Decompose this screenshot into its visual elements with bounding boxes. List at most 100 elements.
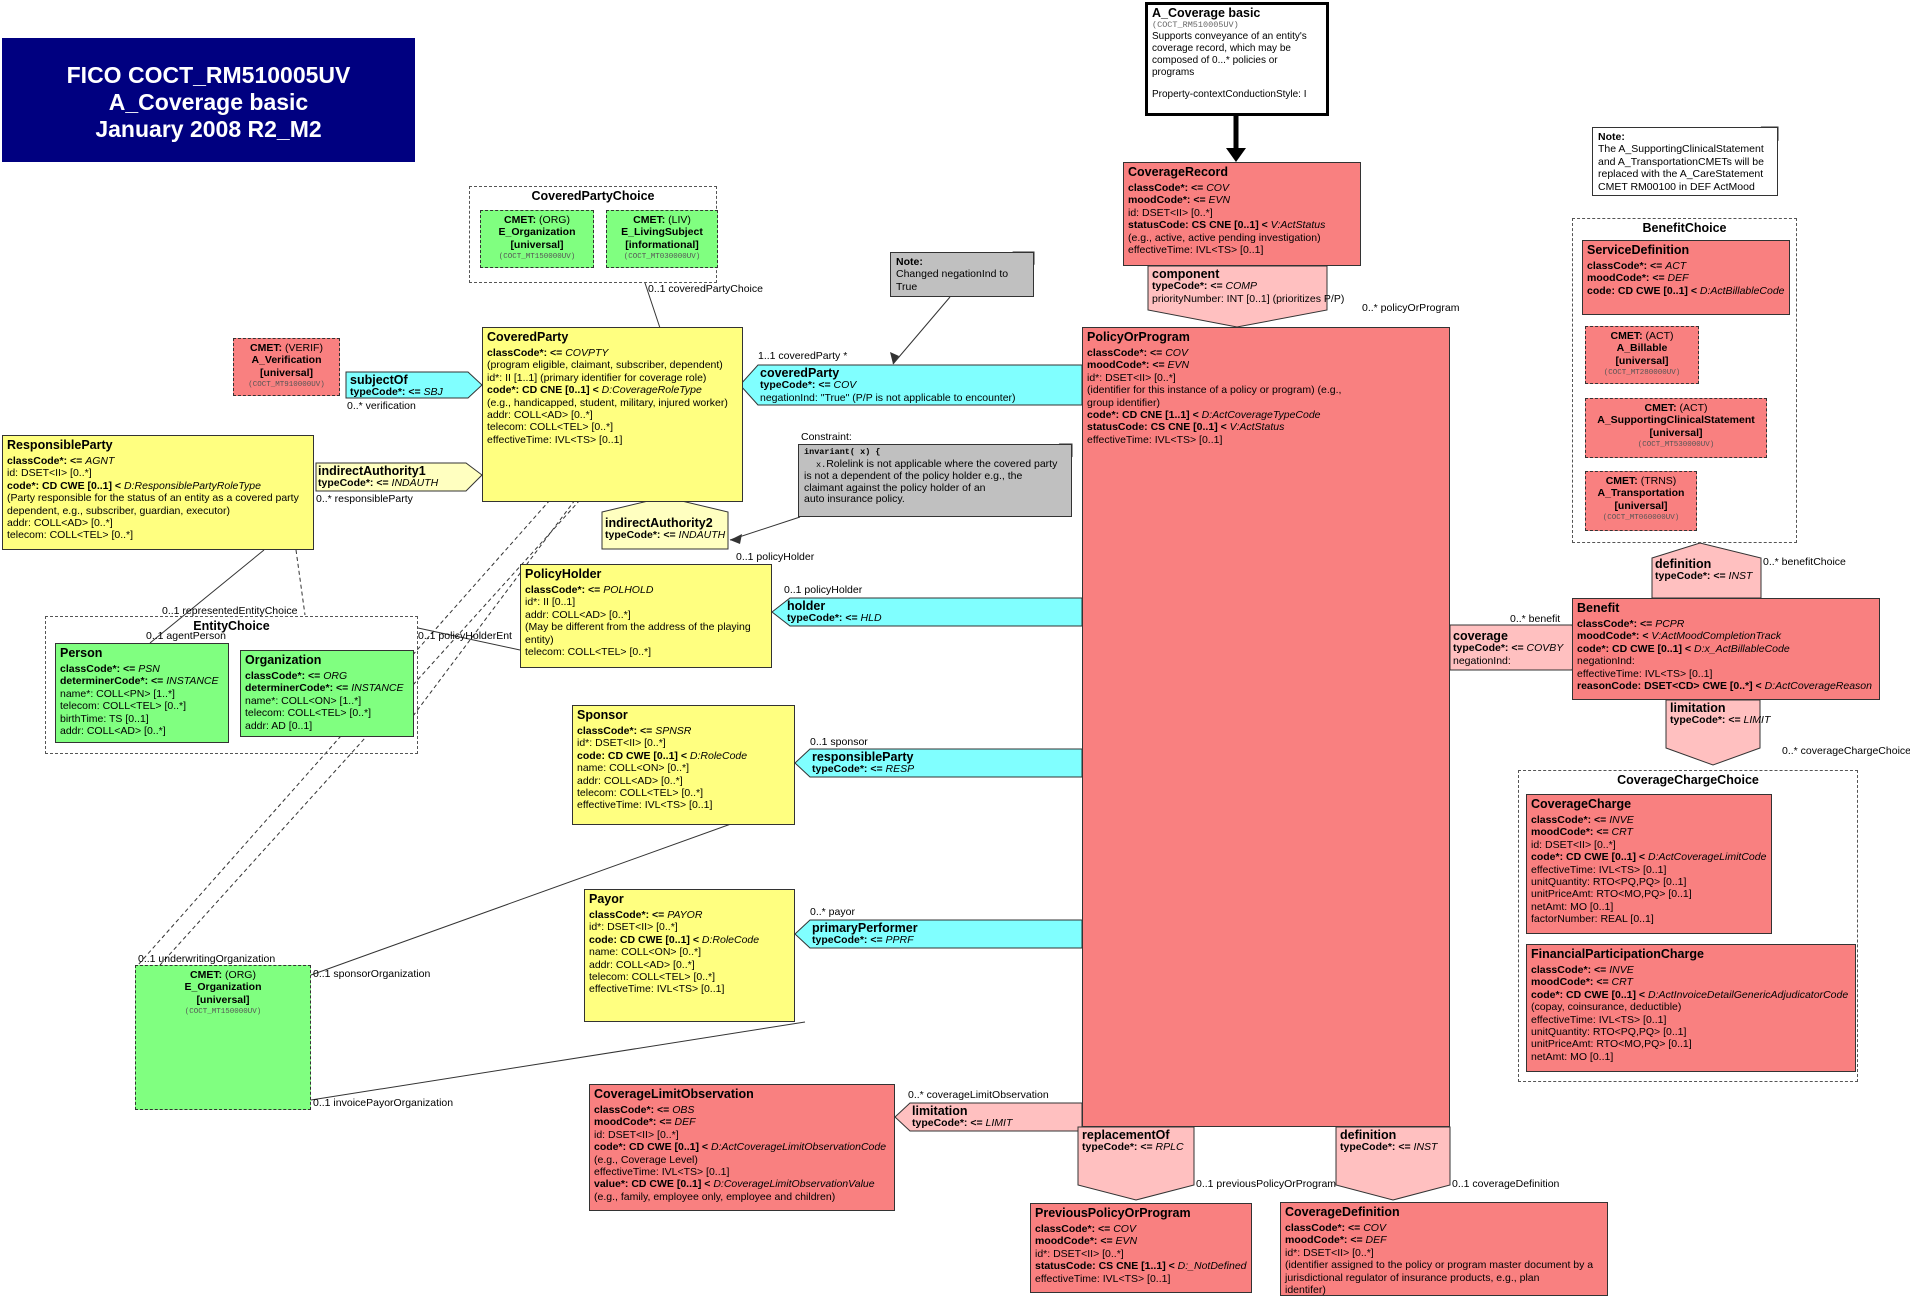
cmet-liv-text: CMET: (LIV) E_LivingSubject [information… [621,214,703,262]
label-invoice-payor-organization: 0..1 invoicePayorOrganization [313,1097,454,1109]
attribute-row: (May be different from the address of th… [525,621,751,634]
attribute-row: classCode*: <= OBS [594,1104,695,1116]
attribute-row: telecom: COLL<TEL> [0..*] [245,707,372,720]
cmet-e-living-subject[interactable]: CMET: (LIV) E_LivingSubject [information… [606,210,718,268]
financial-charge-title: FinancialParticipationCharge [1531,947,1704,961]
limitation-left-typecode: typeCode*: <= LIMIT [912,1117,1013,1130]
previous-policy-class[interactable]: PreviousPolicyOrProgram classCode*: <= C… [1030,1203,1252,1293]
responsible-party-conn-label: responsibleParty typeCode*: <= RESP [812,751,914,776]
subject-of-name: subjectOf [350,373,408,387]
attribute-row: id*: II [1..1] (primary identifier for c… [487,371,707,384]
attribute-row: classCode*: <= PCPR [1577,618,1685,630]
cmet-a-billable[interactable]: CMET: (ACT) A_Billable [universal] (COCT… [1585,326,1699,384]
attribute-row: moodCode*: <= CRT [1531,826,1633,839]
subject-of-typecode: typeCode*: <= SBJ [350,386,443,399]
cmet-e-organization-1[interactable]: CMET: (ORG) E_Organization [universal] (… [480,210,594,268]
limitation-left-label: limitation typeCode*: <= LIMIT [912,1105,1012,1130]
coverage-limit-observation-title: CoverageLimitObservation [594,1087,754,1101]
covered-party-title: CoveredParty [487,330,569,344]
attribute-row: id*: DSET<II> [0..*] [1087,371,1176,384]
title-banner: FICO COCT_RM510005UV A_Coverage basic Ja… [2,38,415,162]
attribute-row: id*: DSET<II> [0..*] [1035,1247,1124,1260]
service-definition-title: ServiceDefinition [1587,243,1690,257]
attribute-row: addr: AD [0..1] [245,719,313,732]
attribute-row: (e.g., Coverage Level) [594,1153,698,1166]
cmet-a-transportation[interactable]: CMET: (TRNS) A_Transportation [universal… [1585,471,1697,531]
attribute-row: telecom: COLL<TEL> [0..*] [7,529,134,542]
attribute-row: (copay, coinsurance, deductible) [1531,1001,1682,1014]
label-policy-or-program: 0..* policyOrProgram [1362,302,1460,314]
attribute-row: code: CD CWE [0..1] < D:RoleCode [589,933,760,946]
limitation-left-name: limitation [912,1104,968,1118]
cmet-a-supporting-clinical-statement[interactable]: CMET: (ACT) A_SupportingClinicalStatemen… [1585,398,1767,458]
policy-or-program-title: PolicyOrProgram [1087,330,1190,344]
attribute-row: factorNumber: REAL [0..1] [1531,913,1654,926]
label-payor: 0..* payor [810,906,855,918]
indirect-authority1-name: indirectAuthority1 [318,464,426,478]
coverage-limit-observation-class[interactable]: CoverageLimitObservation classCode*: <= … [589,1084,895,1211]
component-typecode: typeCode*: <= COMP [1152,280,1258,293]
cmet-org1-text: CMET: (ORG) E_Organization [universal] (… [498,214,576,262]
definition-right-typecode: typeCode*: <= INST [1655,570,1753,583]
attribute-row: code*: CD CWE [0..1] < D:x_ActBillableCo… [1577,642,1790,655]
cmet-e-organization-2[interactable]: CMET: (ORG) E_Organization [universal] (… [135,965,311,1110]
label-policy-holder-top: 0..1 policyHolder [736,551,815,563]
note-supporting-line-4: CMET RM00100 in DEF ActMood [1598,180,1755,193]
coverage-negation: negationInd: [1453,654,1511,667]
covered-party-class[interactable]: CoveredParty classCode*: <= COVPTY (prog… [482,327,743,502]
attribute-row: id: DSET<II> [0..*] [594,1128,679,1141]
attribute-row: code*: CD CNE [0..1] < D:CoverageRoleTyp… [487,384,702,397]
attribute-row: classCode*: <= COV [1128,182,1229,194]
attribute-row: moodCode*: <= DEF [1587,272,1689,285]
indirect-authority1-arrow [315,462,483,492]
attribute-row: statusCode: CS CNE [0..1] < V:ActStatus [1128,219,1326,232]
cmet-billable-text: CMET: (ACT) A_Billable [universal] (COCT… [1603,330,1681,378]
constraint-note: Constraint: invariant( x) { x.Rolelink i… [798,431,1072,517]
attribute-row: effectiveTime: IVL<TS> [0..1] [1531,1013,1667,1026]
constraint-line-1: x.Rolelink is not applicable where the c… [816,457,1058,470]
responsible-party-title: ResponsibleParty [7,438,113,452]
attribute-row: addr: COLL<AD> [0..*] [577,774,683,787]
replacement-of-shape [1077,1126,1195,1201]
attribute-row: unitQuantity: RTO<PQ,PQ> [0..1] [1531,876,1687,889]
organization-title: Organization [245,653,322,667]
cmet-a-verification[interactable]: CMET: (VERIF) A_Verification [universal]… [233,338,340,396]
attribute-row: birthTime: TS [0..1] [60,712,149,725]
attribute-row: code: CD CWE [0..1] < D:ActBillableCode [1587,284,1785,297]
attribute-row: addr: COLL<AD> [0..*] [487,409,593,422]
entry-title: A_Coverage basic [1152,6,1261,20]
attribute-row: id: DSET<II> [0..*] [1531,838,1616,851]
component-name: component [1152,267,1220,281]
label-sponsor: 0..1 sponsor [810,736,868,748]
financial-participation-charge-class[interactable]: FinancialParticipationCharge classCode*:… [1526,944,1856,1072]
attribute-row: identifer) [1285,1284,1326,1296]
attribute-row: value*: CD CWE [0..1] < D:CoverageLimitO… [594,1178,875,1191]
cmet-verif-text: CMET: (VERIF) A_Verification [universal]… [248,342,325,390]
attribute-row: code*: CD CWE [0..1] < D:ResponsiblePart… [7,479,261,492]
attribute-row: code*: CD CWE [0..1] < D:ActCoverageLimi… [1531,851,1767,864]
indirect-authority2-label: indirectAuthority2 typeCode*: <= INDAUTH [605,517,725,542]
primary-performer-label: primaryPerformer typeCode*: <= PPRF [812,922,918,947]
